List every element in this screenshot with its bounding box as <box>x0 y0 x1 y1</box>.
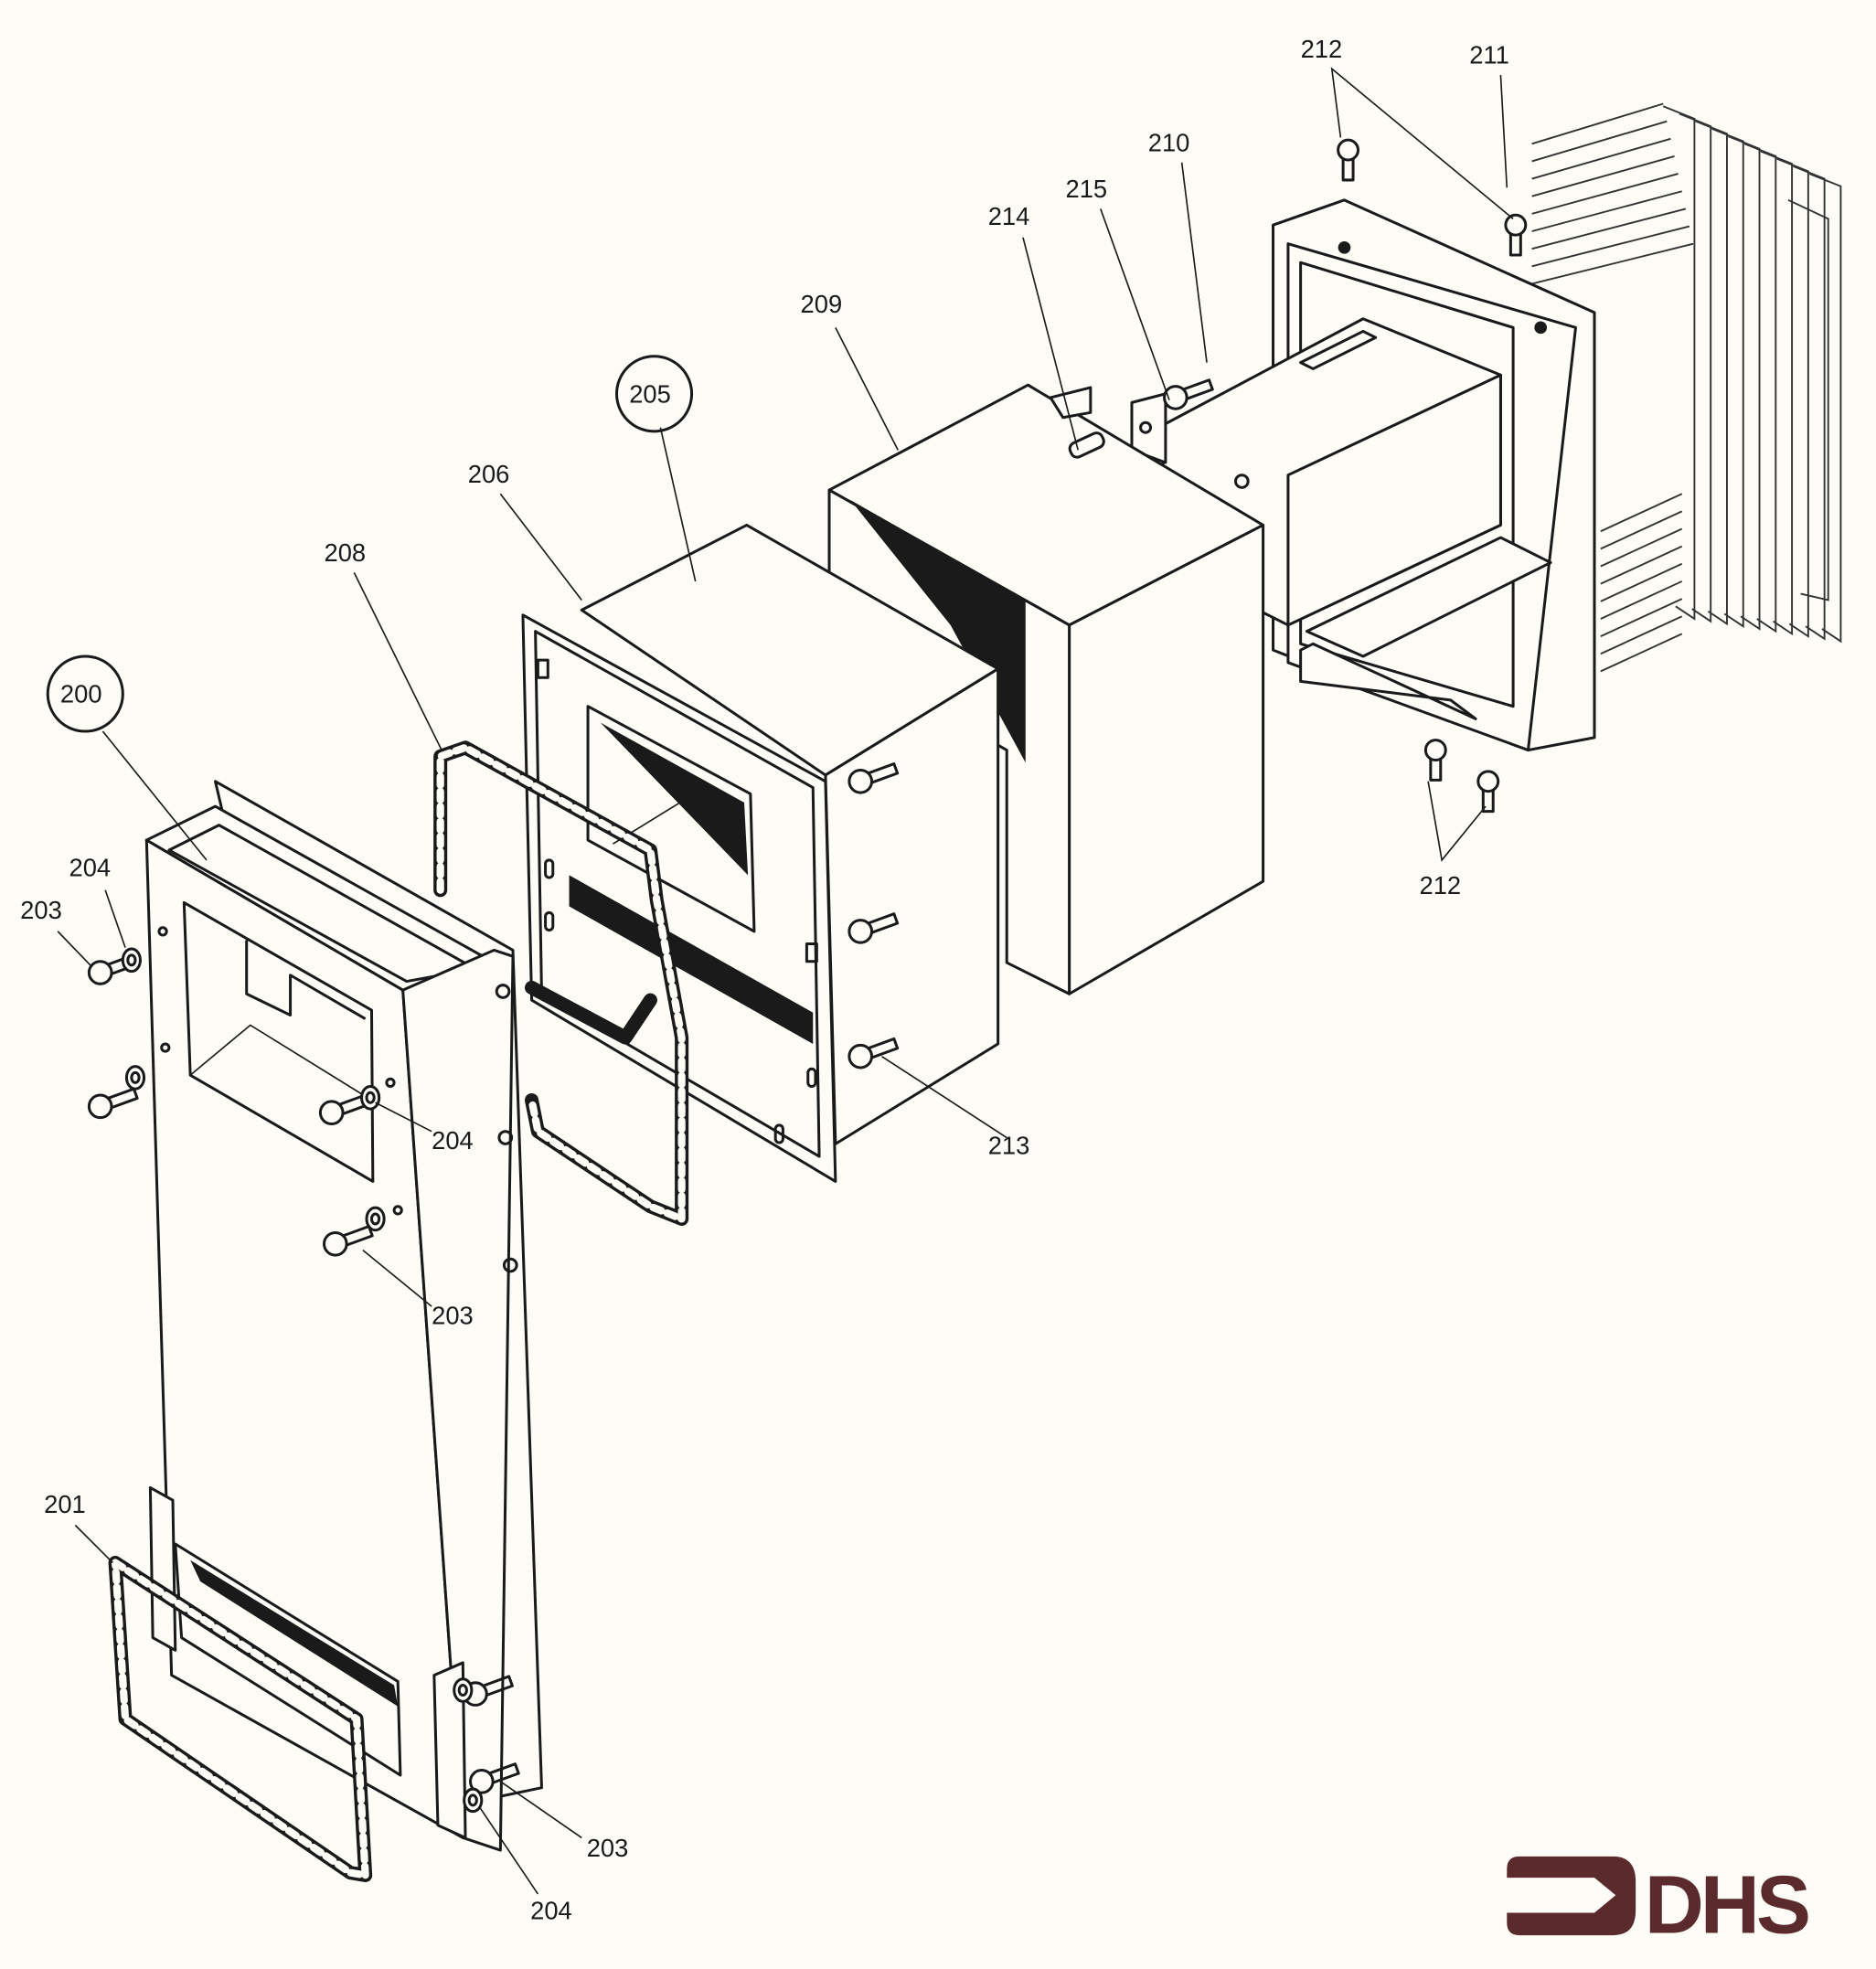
callout-211: 211 <box>1469 41 1509 69</box>
grid-wire <box>1600 562 1683 602</box>
grid-wire <box>1531 155 1675 197</box>
grid-wire <box>1531 225 1690 268</box>
screw-icon <box>322 1225 374 1257</box>
callout-203-left: 203 <box>20 896 62 924</box>
screw-icon <box>1337 138 1360 182</box>
grid-fin <box>1695 120 1728 626</box>
callout-200: 200 <box>60 680 102 708</box>
part-201-gasket <box>108 1556 373 1882</box>
grid-end-plate <box>1787 198 1829 601</box>
callout-203-bottom: 203 <box>587 1834 629 1862</box>
callout-203-mid: 203 <box>432 1301 474 1329</box>
grid-fin <box>1760 150 1794 636</box>
screw-icon <box>1476 770 1500 814</box>
grid-wire <box>1531 102 1664 145</box>
screw-icon <box>87 1087 139 1120</box>
grid-wire <box>1531 208 1687 250</box>
callout-210: 210 <box>1148 128 1190 156</box>
screw-icon <box>847 1037 900 1070</box>
screw-icon <box>1163 378 1214 410</box>
screw-icon <box>1504 213 1528 257</box>
grid-fin <box>1662 105 1696 621</box>
callout-205: 205 <box>629 379 671 408</box>
callout-204-mid: 204 <box>432 1126 474 1155</box>
part-211-wire-grid <box>1531 102 1842 673</box>
washer-icon <box>121 947 142 974</box>
grid-fin <box>1793 165 1826 641</box>
grid-wire <box>1600 633 1683 673</box>
grid-wire <box>1531 137 1671 180</box>
washer-icon <box>365 1206 386 1232</box>
callout-214: 214 <box>988 202 1030 230</box>
grid-fin <box>1679 112 1712 623</box>
leader-lines <box>57 67 1514 1895</box>
washer-icon <box>463 1787 484 1814</box>
washer-icon <box>360 1084 381 1111</box>
grid-fin <box>1808 173 1842 644</box>
part-208-gasket <box>433 740 689 1226</box>
callout-206: 206 <box>468 460 510 488</box>
grid-wire <box>1600 545 1683 585</box>
grid-wire <box>1600 615 1683 655</box>
grid-fin <box>1776 157 1809 638</box>
callout-215: 215 <box>1065 175 1107 203</box>
callout-204-left: 204 <box>69 854 112 882</box>
screw-icon <box>469 1762 520 1794</box>
grid-wire <box>1531 173 1679 215</box>
callout-212-top: 212 <box>1301 35 1343 63</box>
grid-wire <box>1600 510 1683 550</box>
washer-icon <box>453 1677 474 1703</box>
grid-wire <box>1531 242 1694 285</box>
callout-circle-200 <box>46 655 124 733</box>
callout-208: 208 <box>324 538 366 567</box>
grid-wire <box>1600 493 1683 533</box>
grid-wire <box>1600 598 1683 637</box>
part-210-chassis-frame <box>1130 198 1596 752</box>
grid-fin <box>1727 135 1761 631</box>
grid-wire <box>1600 580 1683 620</box>
grid-wire <box>1600 527 1683 568</box>
dhs-logo: DHS <box>1507 1856 1812 1951</box>
callout-204-bottom: 204 <box>530 1896 572 1924</box>
callout-209: 209 <box>801 290 843 318</box>
logo-text: DHS <box>1645 1858 1808 1951</box>
washer-icon <box>124 1065 146 1091</box>
callout-201: 201 <box>44 1490 86 1518</box>
grid-fin <box>1711 127 1744 628</box>
grid-fin <box>1743 143 1777 633</box>
callout-213: 213 <box>988 1131 1030 1159</box>
callout-labels: 212 211 210 215 214 209 205 206 208 200 … <box>20 35 1509 1924</box>
part-200-front-panel <box>144 780 543 1852</box>
screws-203-204-212-213-215 <box>87 138 1528 1814</box>
screw-icon <box>1423 739 1447 782</box>
callout-circle-205 <box>615 355 694 433</box>
grid-wire <box>1531 120 1668 163</box>
screw-icon <box>847 762 900 794</box>
grid-wire <box>1531 190 1682 232</box>
arrow-logo-icon <box>1507 1856 1636 1936</box>
callout-212-bottom: 212 <box>1420 871 1462 899</box>
screw-icon <box>847 912 900 944</box>
